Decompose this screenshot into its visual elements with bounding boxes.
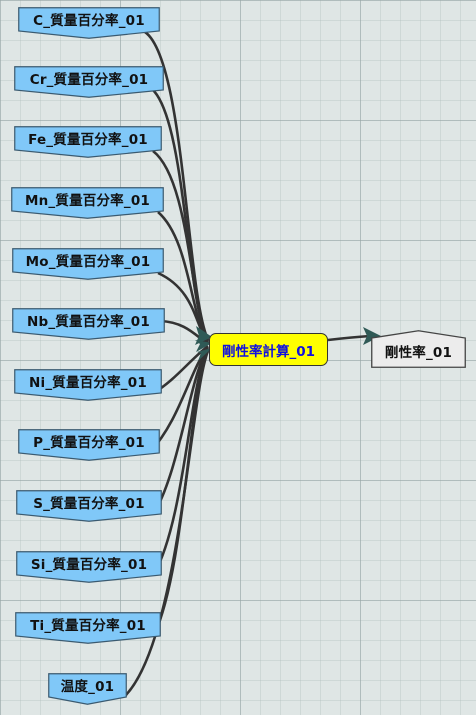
input-node-ni[interactable]: Ni_質量百分率_01: [14, 369, 162, 401]
input-node-label: Si_質量百分率_01: [30, 557, 148, 573]
process-node[interactable]: 剛性率計算_01: [209, 333, 328, 366]
input-node-c[interactable]: C_質量百分率_01: [18, 7, 160, 39]
input-node-label: Mo_質量百分率_01: [25, 254, 151, 270]
input-node-label: S_質量百分率_01: [33, 496, 145, 512]
edge-temp-to-process[interactable]: [124, 350, 210, 697]
input-node-shape: [18, 7, 160, 39]
input-node-label: Mn_質量百分率_01: [24, 193, 151, 209]
input-node-label: Fe_質量百分率_01: [28, 132, 148, 148]
process-node-label: 剛性率計算_01: [221, 343, 316, 360]
input-node-shape: [16, 490, 162, 522]
output-node-shape: [371, 330, 466, 368]
process-input-arrowhead: [195, 326, 212, 345]
input-node-label: Nb_質量百分率_01: [27, 314, 150, 330]
output-node-label: 剛性率_01: [384, 345, 453, 361]
input-node-mn[interactable]: Mn_質量百分率_01: [11, 187, 164, 219]
input-node-si[interactable]: Si_質量百分率_01: [16, 551, 162, 583]
output-arrowhead: [363, 327, 381, 345]
input-node-ti[interactable]: Ti_質量百分率_01: [15, 612, 161, 644]
input-node-shape: [15, 612, 161, 644]
input-node-cr[interactable]: Cr_質量百分率_01: [14, 66, 164, 98]
input-node-shape: [14, 66, 164, 98]
edge-process-to-output[interactable]: [327, 334, 371, 342]
input-node-label: 温度_01: [60, 679, 115, 695]
input-node-label: P_質量百分率_01: [33, 435, 145, 451]
input-node-fe[interactable]: Fe_質量百分率_01: [14, 126, 162, 158]
input-node-label: Ti_質量百分率_01: [30, 618, 146, 634]
process-input-arrowhead: [195, 340, 212, 352]
input-node-temp[interactable]: 温度_01: [48, 673, 127, 705]
input-node-shape: [11, 187, 164, 219]
input-node-label: C_質量百分率_01: [33, 13, 145, 29]
input-node-shape: [18, 429, 160, 461]
edge-fe-to-process[interactable]: [152, 149, 210, 342]
input-node-mo[interactable]: Mo_質量百分率_01: [12, 248, 164, 280]
input-node-label: Cr_質量百分率_01: [29, 72, 149, 88]
process-input-arrowhead: [197, 348, 212, 361]
input-node-shape: [48, 673, 127, 705]
input-node-shape: [14, 369, 162, 401]
output-node[interactable]: 剛性率_01: [371, 330, 466, 368]
edge-nb-to-process[interactable]: [159, 319, 209, 346]
input-node-shape: [12, 248, 164, 280]
input-node-nb[interactable]: Nb_質量百分率_01: [12, 308, 165, 340]
input-node-shape: [14, 126, 162, 158]
input-node-shape: [16, 551, 162, 583]
input-node-label: Ni_質量百分率_01: [29, 375, 147, 391]
input-node-s[interactable]: S_質量百分率_01: [16, 490, 162, 522]
input-node-p[interactable]: P_質量百分率_01: [18, 429, 160, 461]
input-node-shape: [12, 308, 165, 340]
